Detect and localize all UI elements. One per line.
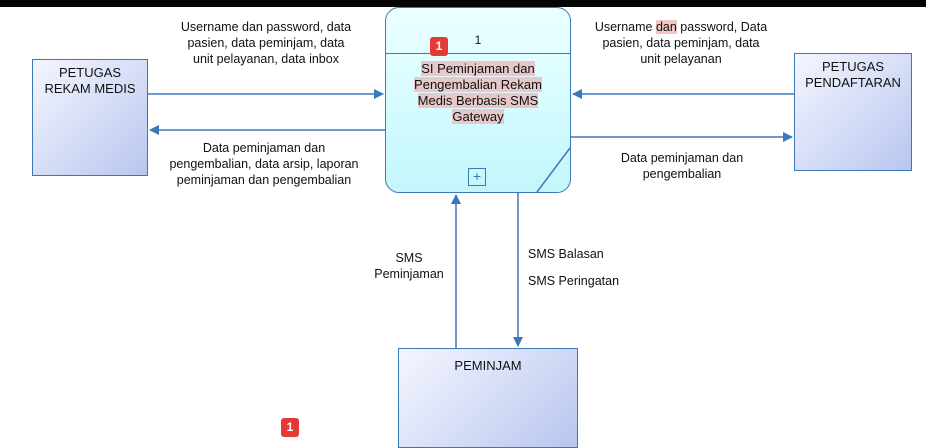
entity-label: PETUGAS PENDAFTARAN: [805, 59, 901, 90]
flow-label-sms-balasan: SMS Balasan: [528, 247, 604, 261]
process-id: 1: [474, 33, 482, 47]
process-name-line: SI Peminjaman dan: [421, 61, 535, 76]
process-si-peminjaman[interactable]: 1 SI Peminjaman dan Pengembalian Rekam M…: [385, 7, 571, 193]
process-name-line: Pengembalian Rekam: [414, 77, 542, 92]
annotation-badge[interactable]: 1: [430, 37, 448, 56]
entity-peminjam[interactable]: PEMINJAM: [398, 348, 578, 448]
flow-label-daftar-out: Data peminjaman dan pengembalian: [620, 151, 744, 181]
flow-label-rekam-in: Username dan password, data pasien, data…: [180, 20, 352, 66]
process-divider: [386, 53, 570, 54]
text-segment: Username: [594, 20, 656, 34]
entity-petugas-pendaftaran[interactable]: PETUGAS PENDAFTARAN: [794, 53, 912, 171]
flow-arrows: [148, 89, 794, 348]
flow-label-rekam-out: Data peminjaman dan pengembalian, data a…: [169, 141, 359, 187]
highlighted-word: dan: [655, 20, 677, 34]
flow-label-sms-peringatan: SMS Peringatan: [528, 274, 620, 288]
process-name-line: Gateway: [452, 109, 504, 124]
process-name: SI Peminjaman dan Pengembalian Rekam Med…: [404, 61, 552, 125]
entity-label: PETUGAS REKAM MEDIS: [44, 65, 136, 96]
entity-petugas-rekam-medis[interactable]: PETUGAS REKAM MEDIS: [32, 59, 148, 176]
corner-fold-icon: [536, 147, 570, 192]
text-segment: password, Data pasien, data peminjam, da…: [602, 20, 768, 66]
flow-label-sms-in: SMS Peminjaman: [374, 251, 444, 281]
entity-label: PEMINJAM: [454, 358, 522, 373]
annotation-badge[interactable]: 1: [281, 418, 299, 437]
flow-label-daftar-in: Username dan password, Data pasien, data…: [578, 19, 784, 67]
top-border: [0, 0, 926, 7]
process-name-line: Medis Berbasis SMS: [417, 93, 539, 108]
expand-icon[interactable]: +: [468, 168, 486, 186]
